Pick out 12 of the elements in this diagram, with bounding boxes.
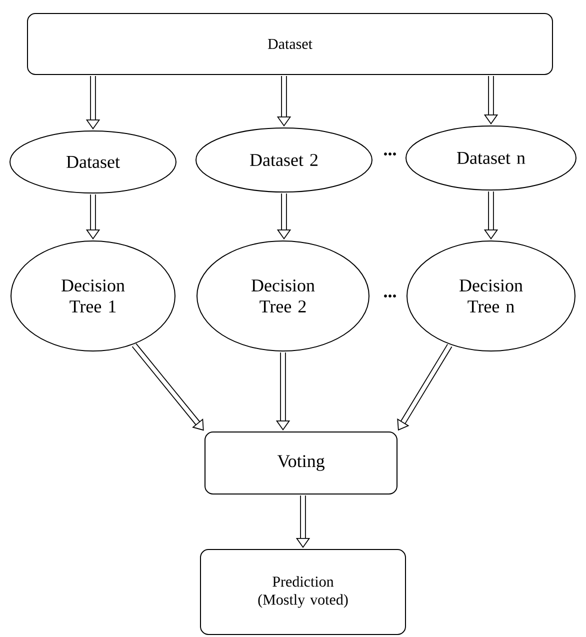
process-box: Prediction (Mostly voted) (200, 549, 406, 635)
process-box: Voting (204, 432, 398, 494)
process-box: Dataset (27, 13, 553, 75)
ellipse-node: Decision Tree 2 (196, 240, 370, 352)
ellipse-node: Dataset n (406, 126, 576, 190)
ellipse-node: Decision Tree 1 (10, 240, 176, 352)
ellipsis-dots: ... (384, 294, 396, 298)
block-arrow (132, 343, 204, 431)
ellipse-node: Dataset (10, 130, 176, 194)
ellipsis-dots: ... (384, 152, 396, 156)
ellipse-node: Dataset 2 (196, 128, 372, 192)
ellipse-node: Decision Tree n (406, 240, 576, 352)
